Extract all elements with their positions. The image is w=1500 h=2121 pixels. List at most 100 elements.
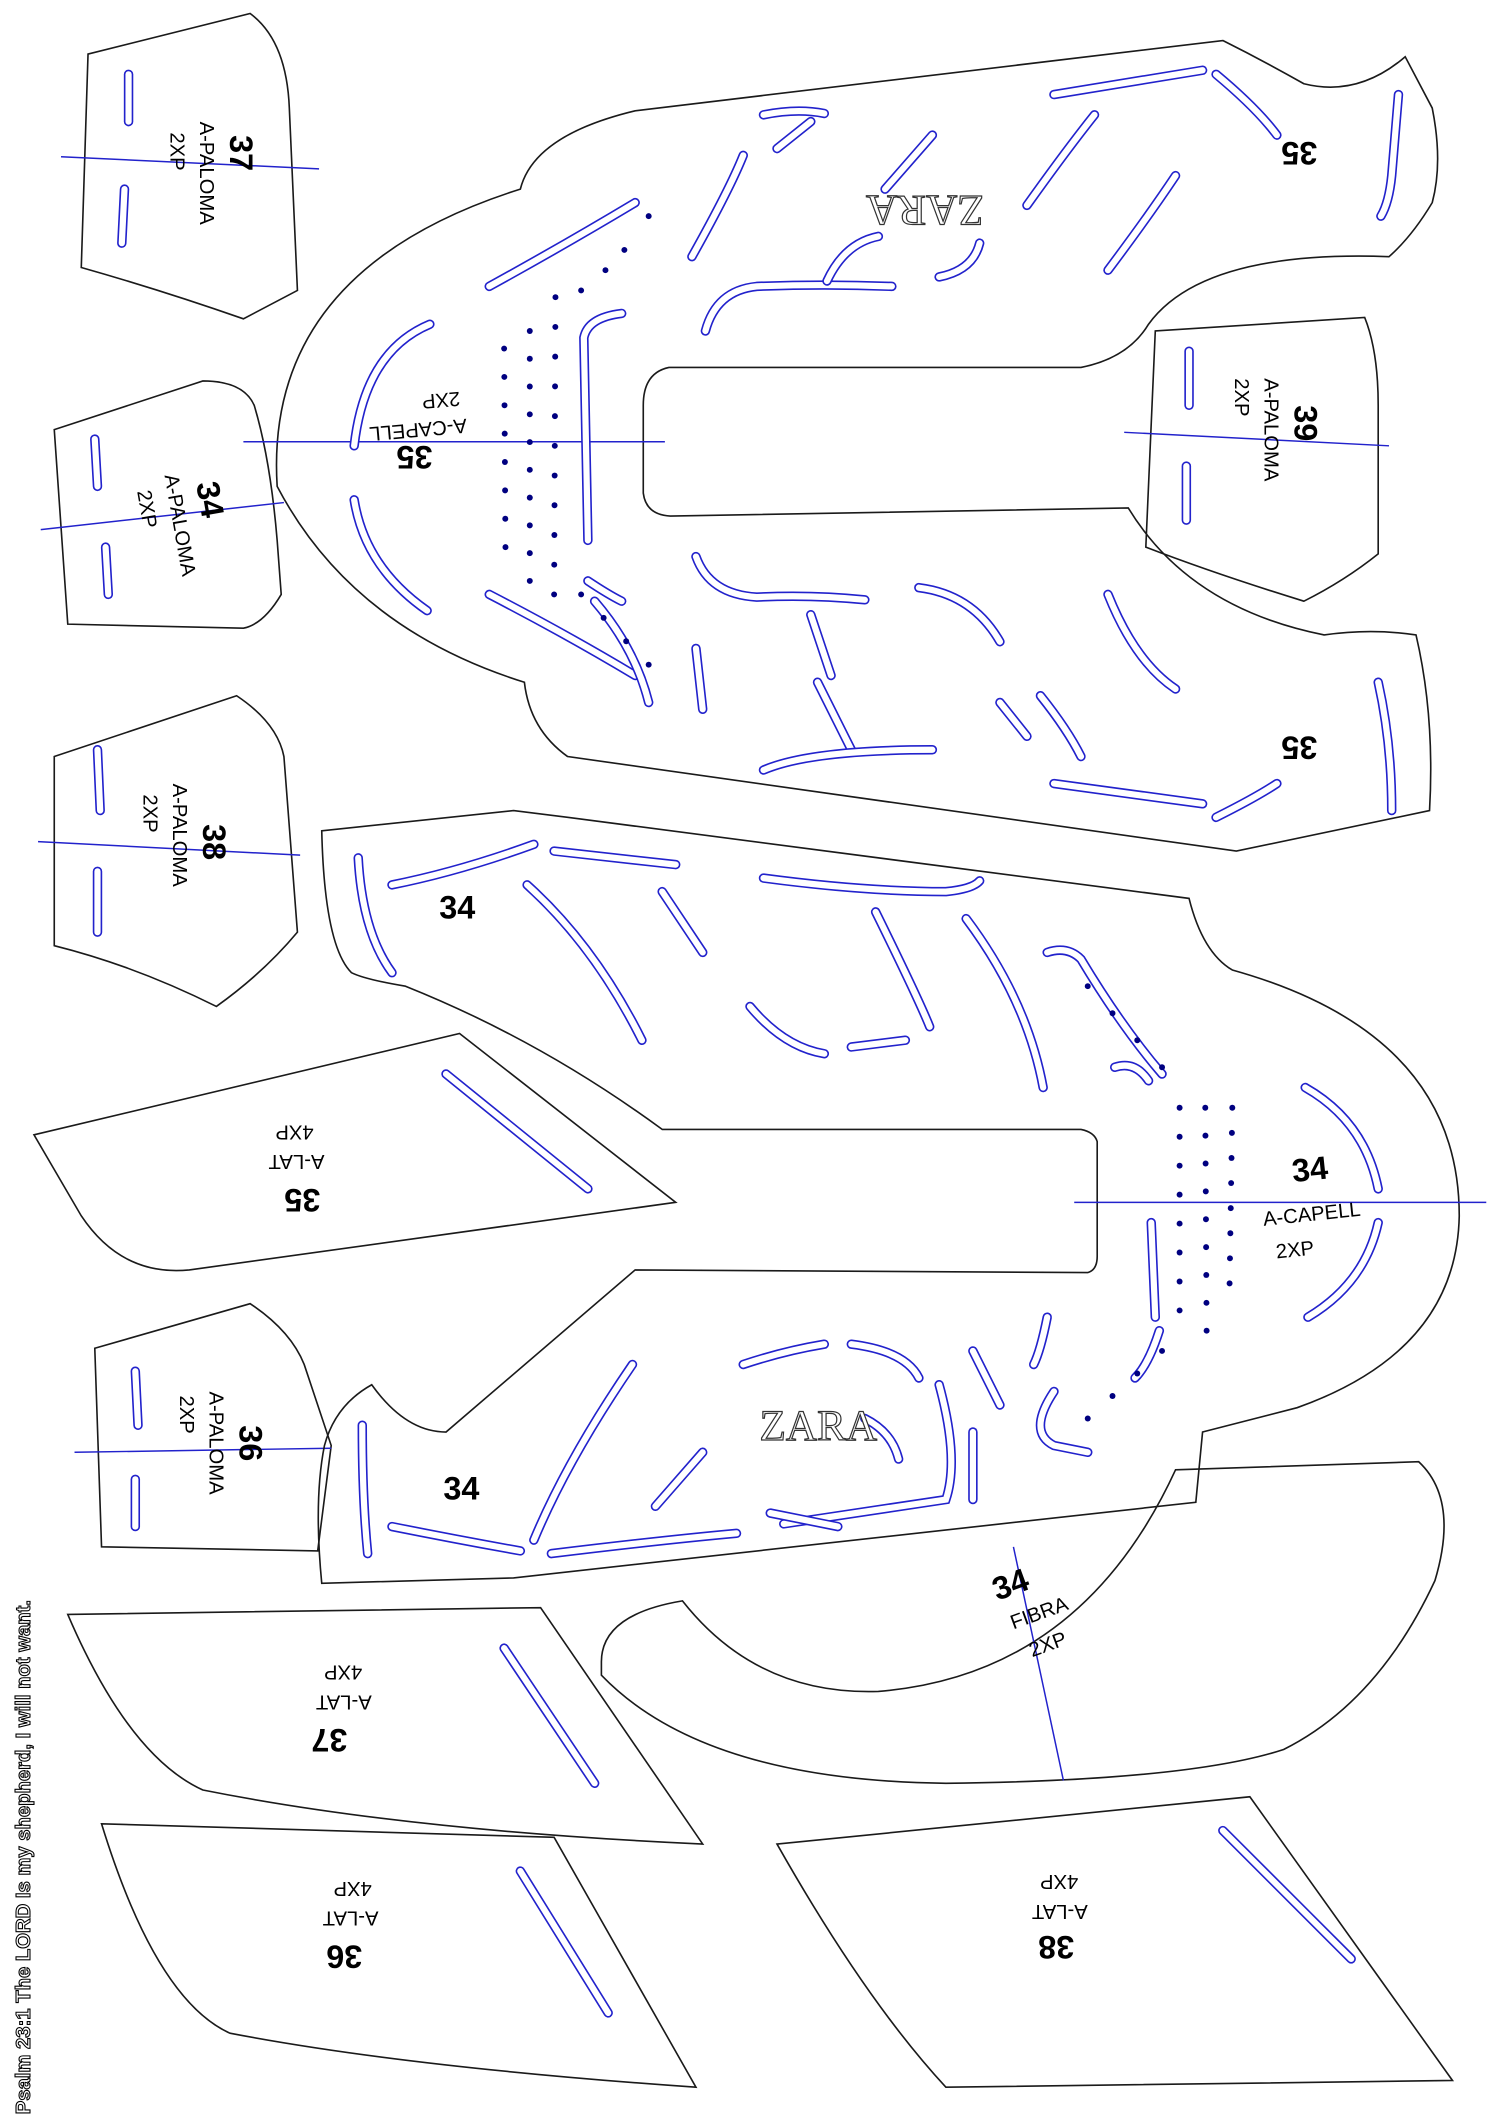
perforation-dot [1202, 1188, 1209, 1195]
slot-cut-inner [746, 1003, 828, 1057]
perforation-dot [526, 494, 533, 501]
slot-cut-inner [760, 746, 936, 774]
perforation-dot [1203, 1299, 1210, 1306]
piece-lat-36: 36 A-LAT 4XP [100, 1822, 698, 2089]
slot-cut-inner [848, 1037, 909, 1051]
perforation-dot [501, 373, 508, 380]
perforation-dot [1176, 1191, 1183, 1198]
piece-fibra-34: 34 FIBRA 2XP [600, 1460, 1445, 1785]
slot-cut-inner [1037, 692, 1085, 760]
piece-name: A-PALOMA [168, 784, 190, 888]
piece-lat-38: 38 A-LAT 4XP [775, 1795, 1455, 2089]
slot-cut-inner [388, 841, 537, 888]
perforation-dot [1109, 1010, 1116, 1017]
piece-qty: 2XP [165, 132, 187, 170]
perforation-dot [600, 614, 607, 621]
slot-cut-inner [659, 888, 706, 956]
perforation-dot [551, 561, 558, 568]
perforation-dots [1084, 983, 1236, 1422]
slot-cut [1303, 1217, 1383, 1322]
perforation-dot [551, 472, 558, 479]
slot-cut [961, 913, 1048, 1093]
slot-cut-inner [94, 746, 104, 814]
perforation-dot [526, 355, 533, 362]
perforation-dot [552, 353, 559, 360]
perforation-dot [502, 515, 509, 522]
perforation-dot [1228, 1129, 1235, 1136]
slot-cut-inner [591, 598, 652, 706]
piece-paloma-39: 39 A-PALOMA 2XP [1124, 316, 1390, 603]
perforation-dot [1084, 983, 1091, 990]
perforation-dot [1227, 1205, 1234, 1212]
perforation-dot [1229, 1104, 1236, 1111]
slot-cut [1103, 589, 1181, 694]
piece-qty: 2XP [421, 387, 461, 412]
piece-size: 36 [232, 1425, 268, 1461]
piece-qty: 4XP [324, 1661, 362, 1683]
piece-size: 35 [396, 439, 432, 475]
perforation-dots [501, 213, 652, 668]
piece-size: 36 [326, 1938, 362, 1974]
perforation-dot [1134, 1370, 1141, 1377]
piece-size: 39 [1287, 405, 1323, 441]
slot-cut-inner [1212, 780, 1280, 821]
perforation-dot [551, 591, 558, 598]
perforation-dot [551, 502, 558, 509]
slot-cut-inner [1104, 172, 1179, 274]
piece-size: 34 [1290, 1149, 1330, 1189]
slot-cut-inner [881, 131, 936, 193]
brand-logo: ZARA [866, 186, 984, 234]
slot-cut-inner [442, 1070, 591, 1192]
piece-size: 38 [196, 824, 232, 860]
brand-logo: ZARA [759, 1402, 877, 1450]
perforation-dot [1228, 1180, 1235, 1187]
piece-qty: 2XP [175, 1396, 197, 1434]
perforation-dot [1134, 1037, 1141, 1044]
slot-cut [745, 1001, 830, 1059]
slot-cut-inner [1050, 780, 1206, 807]
perforation-dot [1227, 1255, 1233, 1262]
heel-size-label: 35 [1281, 729, 1317, 765]
perforation-dot [1228, 1154, 1235, 1161]
slot-cut-inner [351, 321, 433, 449]
heel-size-label: 34 [443, 1471, 479, 1507]
perforation-dot [1203, 1244, 1210, 1251]
perforation-dot [526, 328, 533, 334]
perforation-dot [501, 345, 508, 352]
perforation-dot [1176, 1220, 1183, 1227]
slot-cut-inner [501, 1645, 598, 1787]
perforation-dot [1202, 1104, 1209, 1111]
slots [353, 839, 1383, 1559]
piece-upper-35: 35 A-CAPELL 2XP ZARA 35 35 [243, 39, 1439, 852]
slot-cut-inner [652, 1449, 706, 1510]
slot-cut-inner [486, 199, 639, 290]
slot-cut-inner [773, 118, 814, 152]
piece-size: 37 [311, 1722, 347, 1758]
slot-cut-inner [1023, 111, 1098, 209]
perforation-dot [1109, 1393, 1116, 1399]
slot-cut-inner [1377, 91, 1402, 220]
perforation-dot [1084, 1415, 1091, 1422]
slot-cut-inner [760, 108, 828, 118]
perforation-dot [1202, 1132, 1209, 1139]
piece-paloma-34: 34 A-PALOMA 2XP [40, 380, 285, 630]
perforation-dot [526, 522, 533, 529]
perforation-dot [621, 246, 628, 253]
slot-cut-inner [688, 152, 747, 260]
perforation-dot [645, 661, 652, 668]
piece-upper-34: 34 34 ZARA 34 A-CAPELL 2XP [317, 809, 1487, 1585]
slot-cut-inner [584, 577, 625, 605]
slot-cut-inner [548, 1530, 740, 1557]
perforation-dot [1176, 1162, 1183, 1169]
slot-cut-inner [1104, 591, 1179, 693]
slot-cut-inner [861, 1415, 902, 1463]
slot-cut-inner [760, 875, 983, 895]
slot-cut-inner [814, 679, 855, 753]
perforation-dot [526, 411, 533, 418]
slot-cut-inner [963, 915, 1047, 1091]
piece-name: A-CAPELL [368, 414, 467, 444]
heel-size-label: 34 [439, 890, 475, 926]
perforation-dot [552, 294, 559, 301]
slot-cut-inner [1375, 679, 1395, 814]
